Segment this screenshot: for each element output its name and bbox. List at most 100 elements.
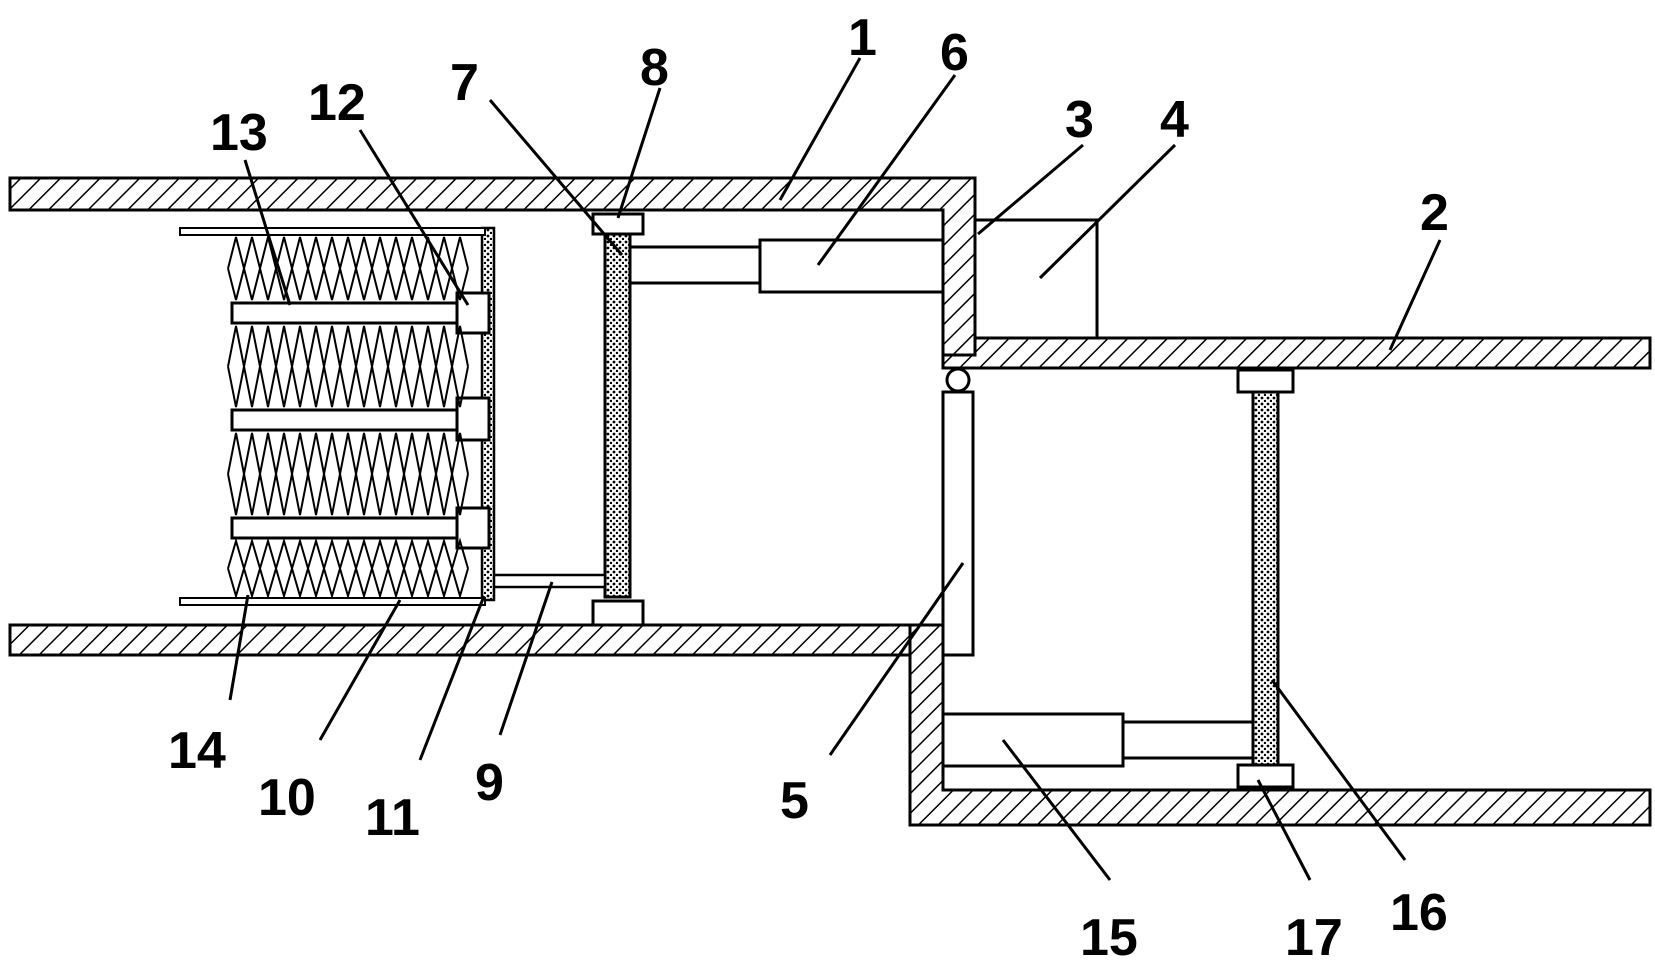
brush-tooth	[259, 432, 277, 475]
brush-tooth	[403, 473, 421, 516]
label-3: 3	[1065, 91, 1094, 149]
brush-tooth	[323, 537, 341, 569]
brush-tooth	[275, 537, 293, 569]
cylinder-15	[941, 712, 1255, 768]
brush-tooth	[227, 568, 245, 600]
brush-tooth	[227, 473, 245, 516]
brush-tooth	[275, 366, 293, 408]
leader-lines	[228, 57, 1442, 881]
brush-tooth	[355, 236, 373, 269]
brush-tooth	[275, 268, 293, 301]
brush-tooth	[259, 366, 277, 408]
brush-tooth	[419, 325, 437, 367]
brush-tooth	[355, 473, 373, 516]
brush-tooth	[323, 568, 341, 600]
brush-tooth	[291, 366, 309, 408]
brush-tooth	[227, 236, 245, 269]
brush-tooth	[403, 236, 421, 269]
brush-tooth	[387, 432, 405, 475]
brush-tooth	[339, 366, 357, 408]
brush-assembly	[179, 226, 496, 606]
brush-tooth	[403, 432, 421, 475]
door-5	[941, 367, 975, 657]
number-labels: 1 2 3 4 5 6 7 8 9 10 11 12 13 14 15 16 1…	[168, 9, 1449, 967]
brush-tooth	[227, 432, 245, 475]
brush-tooth	[323, 268, 341, 301]
brush-tooth	[451, 473, 469, 516]
brush-tooth	[291, 473, 309, 516]
brush-tooth	[355, 537, 373, 569]
label-17: 17	[1285, 909, 1343, 967]
brush-tooth	[307, 268, 325, 301]
brush-tooth	[451, 366, 469, 408]
brush-tooth	[371, 366, 389, 408]
brush-tooth	[387, 366, 405, 408]
label-10: 10	[258, 769, 316, 827]
brush-tooth	[243, 268, 261, 301]
bearing-block-17-bottom	[1236, 763, 1295, 789]
brush-tooth	[451, 325, 469, 367]
brush-tooth	[435, 432, 453, 475]
brush-tooth	[291, 432, 309, 475]
brush-tooth	[227, 268, 245, 301]
brush-tooth	[387, 325, 405, 367]
rod-9	[488, 573, 607, 589]
label-1: 1	[848, 9, 877, 67]
brush-tooth	[275, 236, 293, 269]
brush-tooth	[355, 268, 373, 301]
brush-tooth	[371, 325, 389, 367]
brush-tooth	[435, 537, 453, 569]
brush-tooth	[403, 568, 421, 600]
brush-tooth	[371, 268, 389, 301]
brush-tooth	[259, 537, 277, 569]
brush-tooth	[259, 325, 277, 367]
brush-tooth	[419, 432, 437, 475]
brush-tooth	[387, 268, 405, 301]
brush-tooth	[291, 325, 309, 367]
label-5: 5	[780, 772, 809, 830]
brush-tooth	[451, 236, 469, 269]
brush-tooth	[451, 568, 469, 600]
brush-tooth	[307, 325, 325, 367]
label-8: 8	[640, 39, 669, 97]
brush-tooth	[451, 268, 469, 301]
label-12: 12	[308, 74, 366, 132]
brush-tooth	[291, 568, 309, 600]
brush-tooth	[275, 568, 293, 600]
brush-tooth	[243, 366, 261, 408]
brush-tooth	[355, 325, 373, 367]
brush-tooth	[419, 473, 437, 516]
screw-16	[1236, 368, 1295, 789]
brush-tooth	[323, 432, 341, 475]
brush-tooth	[435, 325, 453, 367]
brush-tooth	[435, 568, 453, 600]
brush-tooth	[259, 568, 277, 600]
brush-tooth	[307, 568, 325, 600]
brush-tooth	[403, 325, 421, 367]
brush-tooth	[435, 366, 453, 408]
brush-tooth	[355, 366, 373, 408]
brush-tooth	[243, 236, 261, 269]
screw-7	[591, 212, 645, 627]
brush-tooth	[371, 537, 389, 569]
brush-tooth	[323, 236, 341, 269]
brush-tooth	[291, 236, 309, 269]
brush-tooth	[339, 236, 357, 269]
brush-tooth	[307, 432, 325, 475]
brush-tooth	[243, 325, 261, 367]
label-4: 4	[1160, 91, 1189, 149]
brush-tooth	[387, 568, 405, 600]
brush-tooth	[371, 568, 389, 600]
bearing-block-17-top	[1236, 368, 1295, 394]
brush-tooth	[243, 432, 261, 475]
label-14: 14	[168, 722, 226, 780]
brush-tooth	[355, 432, 373, 475]
brush-tooth	[243, 568, 261, 600]
brush-tooth	[323, 366, 341, 408]
brush-tooth	[323, 473, 341, 516]
label-9: 9	[475, 754, 504, 812]
brush-tooth	[435, 473, 453, 516]
brush-tooth	[419, 236, 437, 269]
brush-tooth	[435, 268, 453, 301]
brush-tooth	[227, 325, 245, 367]
